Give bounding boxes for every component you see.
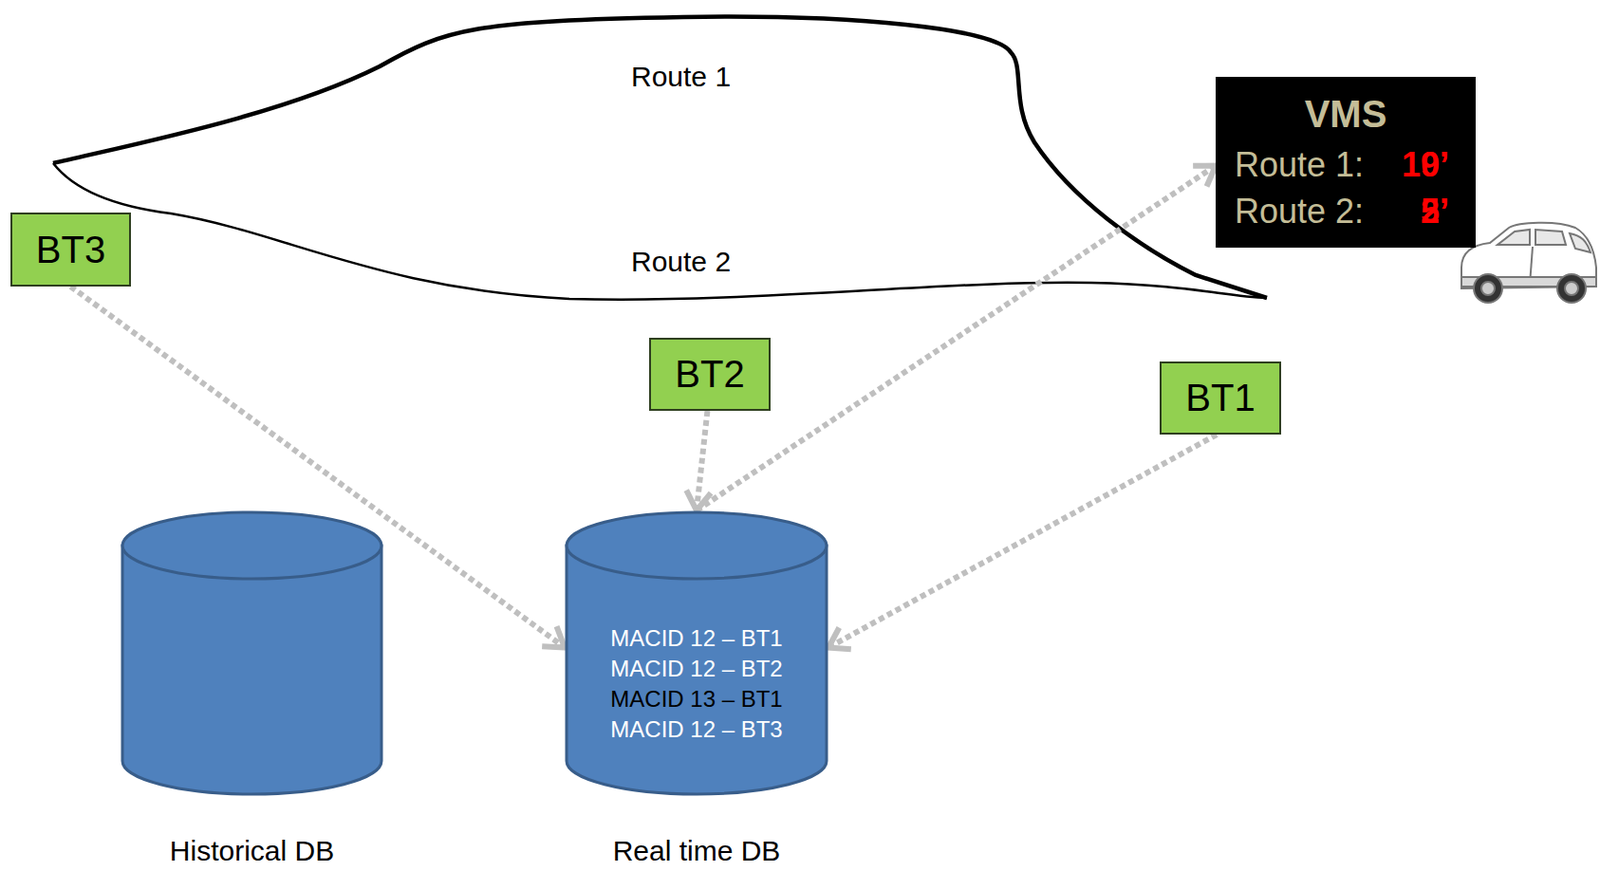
db-record: MACID 12 – BT2	[564, 654, 829, 684]
cylinder-shape	[120, 510, 384, 797]
data-link	[696, 166, 1216, 511]
route-1-road	[53, 17, 1267, 298]
database-cylinder: Historical DB	[120, 510, 384, 797]
sensor-label: BT3	[36, 228, 106, 272]
database-cylinder: MACID 12 – BT1MACID 12 – BT2MACID 13 – B…	[564, 510, 829, 797]
data-link	[828, 434, 1217, 650]
sensor-box: BT2	[649, 337, 771, 411]
cylinder-shape	[564, 510, 829, 797]
db-name: Real time DB	[526, 834, 867, 869]
db-name: Historical DB	[82, 834, 422, 869]
sign-title: VMS	[1215, 92, 1476, 136]
route-name: Route 2:	[1234, 191, 1364, 232]
route-name: Route 1:	[1234, 145, 1364, 186]
db-record: MACID 12 – BT1	[564, 624, 829, 653]
sensor-box: BT1	[1159, 361, 1282, 435]
db-record: MACID 13 – BT1	[564, 685, 829, 714]
sensor-box: BT3	[10, 212, 131, 287]
route-2-road	[53, 163, 1267, 300]
travel-time: 9’	[1420, 145, 1450, 186]
db-record: MACID 12 – BT3	[564, 715, 829, 745]
route-label: Route 2	[631, 244, 731, 280]
route-label: Route 1	[631, 59, 731, 94]
travel-time: 2’	[1420, 191, 1450, 232]
sensor-label: BT2	[674, 353, 745, 396]
car-illustration	[1461, 223, 1597, 303]
vms-sign: VMSRoute 1:10’9’Route 2:5’2’	[1215, 76, 1476, 248]
data-link	[686, 410, 711, 511]
sensor-label: BT1	[1185, 376, 1255, 420]
